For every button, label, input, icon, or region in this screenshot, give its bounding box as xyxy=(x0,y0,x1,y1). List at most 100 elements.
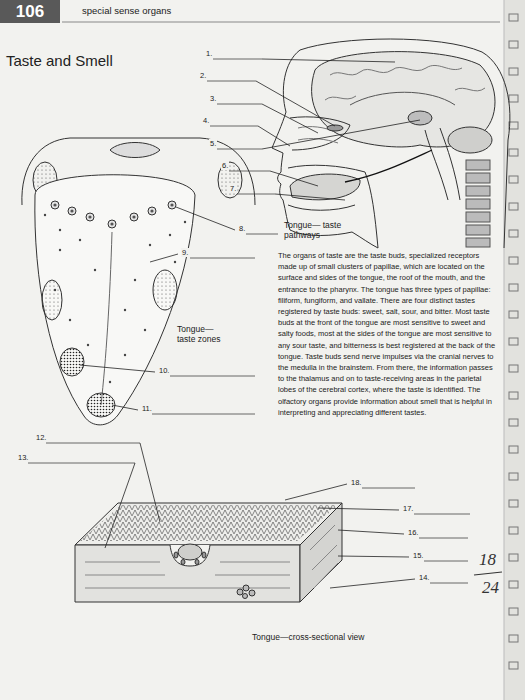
callout-number: 2. xyxy=(199,71,207,80)
head-illustration-part xyxy=(365,172,378,248)
answer-lines-part xyxy=(424,561,468,562)
binding-strip-part-part xyxy=(509,419,518,426)
callout-number-wrap: 1. xyxy=(205,49,213,58)
tongue-top-view-part-part xyxy=(134,279,136,281)
head-illustration-part xyxy=(350,92,455,105)
answer-lines-part xyxy=(152,414,255,415)
tongue-top-view xyxy=(22,138,255,425)
callout-number: 11. xyxy=(141,404,153,413)
leader-lines-part xyxy=(262,59,395,62)
tongue-top-view-part-part xyxy=(174,261,176,263)
tongue-top-view-part-part xyxy=(109,381,111,383)
leader-lines-part xyxy=(330,579,415,588)
handwritten-score: 18 xyxy=(479,550,496,570)
callout-number: 15. xyxy=(412,551,424,560)
page-title: Taste and Smell xyxy=(6,52,113,70)
tongue-top-view-part-part xyxy=(144,329,146,331)
tongue-cross-section-part xyxy=(80,505,338,541)
tongue-cross-section-part-part xyxy=(195,560,199,565)
head-illustration-part-part xyxy=(466,238,490,247)
binding-strip-part-part xyxy=(509,41,518,48)
tongue-top-view-part-part xyxy=(68,207,76,215)
leader-lines-part xyxy=(262,120,420,149)
tongue-top-view-part-part xyxy=(94,269,96,271)
tongue-cross-section-part-part xyxy=(202,552,206,558)
answer-lines-part xyxy=(237,194,275,195)
callout-number: 7. xyxy=(229,184,237,193)
callout-number: 16. xyxy=(407,528,419,537)
figure-label-wrap: Tongue— taste zones xyxy=(176,324,224,344)
binding-strip-part-part xyxy=(509,230,518,237)
tongue-cross-section-part-part xyxy=(243,594,248,599)
head-illustration-part xyxy=(288,205,355,210)
binding-strip-part-part xyxy=(509,149,518,156)
answer-lines-part xyxy=(28,463,135,464)
handwritten-score-wrap: 24 xyxy=(482,578,499,598)
tongue-top-view-part-part xyxy=(59,229,61,231)
head-illustration-part xyxy=(300,39,510,248)
callout-number-wrap: 18. xyxy=(350,478,362,487)
tongue-cross-section-part xyxy=(310,525,338,588)
body-paragraph-wrap: The organs of taste are the taste buds, … xyxy=(278,250,500,418)
tongue-top-view-part-part xyxy=(59,249,61,251)
handwritten-score-wrap: 18 xyxy=(479,550,496,570)
leader-lines-part xyxy=(258,126,290,146)
tongue-cross-section-part xyxy=(75,503,342,545)
tongue-cross-section-part-part xyxy=(181,560,185,565)
binding-strip-part-part xyxy=(509,176,518,183)
tongue-top-view-part-part xyxy=(53,203,56,206)
leader-lines-part xyxy=(112,405,138,410)
figure-label: Tongue— taste pathways xyxy=(284,220,343,240)
tongue-cross-section-part-part xyxy=(237,589,243,595)
answer-lines-part xyxy=(430,583,468,584)
callout-number: 18. xyxy=(350,478,362,487)
callout-number: 6. xyxy=(221,161,229,170)
answer-lines-part xyxy=(170,376,255,377)
tongue-top-view-part-part xyxy=(168,201,176,209)
callout-number-wrap: 11. xyxy=(141,404,153,413)
head-illustration-part-part xyxy=(466,186,490,196)
leader-lines-part xyxy=(176,207,235,230)
answer-lines-part xyxy=(46,443,140,444)
header-rule-part xyxy=(62,22,500,23)
tongue-top-view-part xyxy=(53,203,173,225)
answer-lines-part xyxy=(190,258,255,259)
callout-number: 10. xyxy=(158,366,170,375)
tongue-top-view-part xyxy=(42,280,62,320)
tongue-top-view-part-part xyxy=(148,207,156,215)
binding-strip-part-part xyxy=(509,635,518,642)
leader-lines-part xyxy=(285,484,347,500)
head-illustration xyxy=(272,39,510,248)
page-title-wrap: Taste and Smell xyxy=(6,52,113,70)
figure-label: Tongue—cross-sectional view xyxy=(252,632,364,642)
callout-number: 12. xyxy=(35,433,47,442)
tongue-top-view-part-part xyxy=(51,201,59,209)
binding-strip-part-part xyxy=(509,473,518,480)
tongue-top-view-part-part xyxy=(87,344,89,346)
tongue-top-view-part-part xyxy=(132,215,135,218)
callout-number-wrap: 12. xyxy=(35,433,47,442)
callout-number-wrap: 17. xyxy=(402,504,414,513)
leader-lines-part xyxy=(150,254,178,262)
head-illustration-part-part xyxy=(466,225,490,235)
leader-lines-part xyxy=(338,530,404,534)
binding-strip-part-part xyxy=(509,392,518,399)
tongue-cross-section-part-part xyxy=(174,552,178,558)
section-header: special sense organs xyxy=(82,5,171,16)
tongue-top-view-part-part xyxy=(124,309,126,311)
head-illustration-part xyxy=(466,160,490,247)
callout-number-wrap: 10. xyxy=(158,366,170,375)
tongue-top-view-part xyxy=(101,232,112,405)
answer-lines-part xyxy=(246,234,278,235)
binding-strip-part-part xyxy=(509,554,518,561)
score-line-part xyxy=(474,572,502,575)
binding-strip-part xyxy=(504,0,525,700)
callout-number: 1. xyxy=(205,49,213,58)
answer-lines-part xyxy=(207,81,256,82)
callout-number-wrap: 9. xyxy=(181,248,189,257)
head-illustration-part xyxy=(288,165,365,172)
binding-strip-part-part xyxy=(509,581,518,588)
tongue-top-view-part-part xyxy=(150,209,153,212)
answer-lines-part xyxy=(414,514,470,515)
leader-lines-part xyxy=(140,443,160,522)
